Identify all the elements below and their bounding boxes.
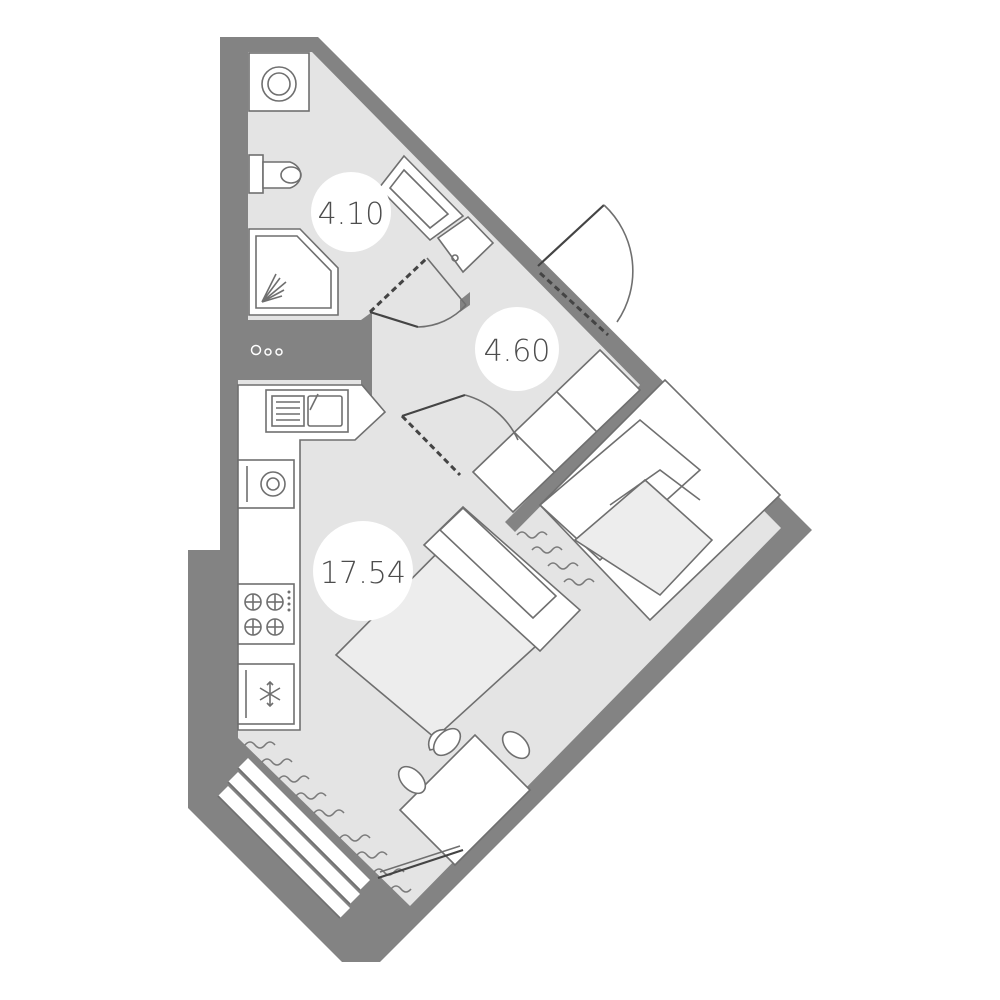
riser-block <box>238 320 363 380</box>
table-icon <box>398 733 532 867</box>
hallway-sink-icon <box>436 215 495 274</box>
balcony-door <box>377 845 464 880</box>
chair-icon <box>397 727 531 795</box>
entrance-door <box>537 204 634 337</box>
shower-icon <box>248 228 339 316</box>
riser-icon <box>250 344 283 356</box>
washing-machine-icon <box>248 52 310 112</box>
area-label-hallway: 4.60 <box>484 334 551 369</box>
room-area-living: 17.54 <box>313 521 413 621</box>
window-icon <box>217 758 370 919</box>
kitchen-sink-icon <box>265 389 349 433</box>
wardrobe <box>471 348 642 514</box>
room-area-bathroom: 4.10 <box>311 172 391 252</box>
curtain-right <box>516 531 595 586</box>
stove-icon <box>237 583 295 645</box>
area-label-living: 17.54 <box>320 556 406 591</box>
toilet-icon <box>248 154 302 194</box>
bathroom-door <box>368 256 467 329</box>
fridge-icon <box>237 663 295 725</box>
bed-icon <box>334 505 582 740</box>
living-door <box>400 393 519 477</box>
dishwasher-icon <box>237 459 295 509</box>
sofa <box>538 378 782 622</box>
area-label-bathroom: 4.10 <box>318 197 385 232</box>
sink-icon <box>377 154 465 242</box>
room-area-hallway: 4.60 <box>475 307 559 391</box>
